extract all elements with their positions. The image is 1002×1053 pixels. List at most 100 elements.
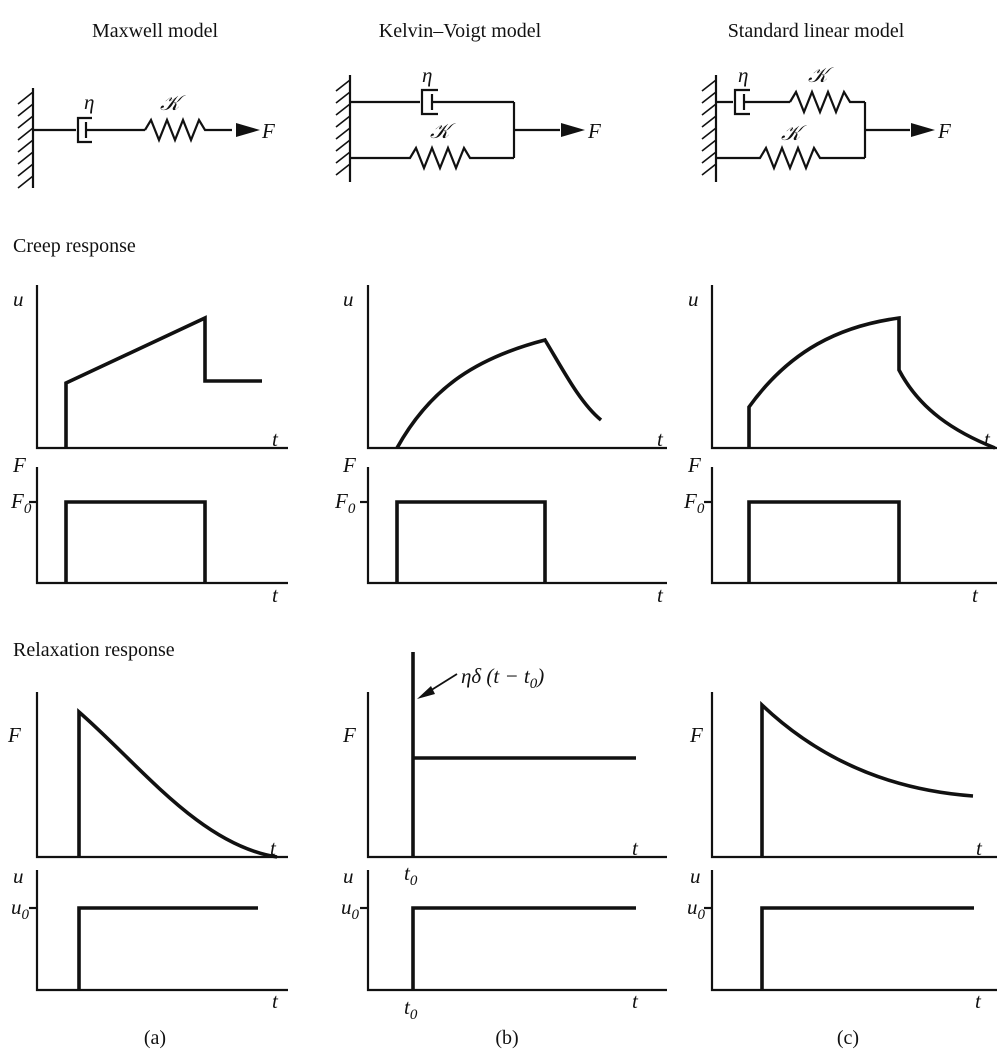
kelvin-wall-hatching [335,79,351,176]
relax-b-t-label: t [632,836,639,860]
creep-b-displacement-curve [395,337,603,449]
creep-a-t-label: t [272,427,279,451]
load-a-F-label: F [12,453,26,477]
disp-b-axes [366,870,667,992]
load-c-t-label: t [972,583,979,607]
load-a-step-curve [64,500,207,583]
relaxation-response-plot-c: F t [689,692,997,860]
disp-c-u-label: u [690,864,701,888]
relaxation-response-plot-a: F t [7,692,288,860]
creep-b-axes [366,285,667,450]
relax-a-F-label: F [7,723,21,747]
creep-b-t-label: t [657,427,664,451]
creep-c-u-label: u [688,287,699,311]
load-c-axes [710,467,997,585]
displacement-plot-a: u u0 t [11,864,288,1013]
standard-series-spring [789,89,865,115]
caption-a: (a) [144,1027,166,1049]
load-plot-c: F F0 t [683,453,997,607]
disp-a-axes [35,870,288,992]
disp-b-step-curve [411,906,636,990]
maxwell-eta-label: η [84,90,94,114]
kelvin-spring [350,145,514,171]
kelvin-voigt-title: Kelvin–Voigt model [379,20,542,42]
maxwell-spring [144,117,232,143]
disp-a-u0-label: u0 [11,895,30,923]
creep-response-plot-c: u t [688,285,997,451]
relax-c-axes [710,692,997,859]
disp-a-step-curve [77,906,258,990]
relax-b-F-label: F [342,723,356,747]
maxwell-model-diagram: η 𝒦 F [17,88,275,189]
standard-linear-model-diagram: η 𝒦 𝒦 F [701,63,951,182]
creep-b-u-label: u [343,287,354,311]
load-b-F0-label: F0 [334,489,356,517]
load-a-t-label: t [272,583,279,607]
disp-c-t-label: t [975,989,982,1013]
kelvin-k-label: 𝒦 [430,119,456,143]
standard-parallel-k-label: 𝒦 [781,121,807,145]
standard-dashpot [733,88,790,116]
maxwell-wall-hatching [17,91,34,189]
relax-c-t-label: t [976,836,983,860]
disp-b-t-label: t [632,989,639,1013]
relax-a-axes [35,692,288,859]
creep-response-plot-a: u t [13,285,288,451]
creep-a-displacement-curve [64,315,262,448]
kelvin-force-arrow [561,123,585,137]
relax-c-force-curve [760,700,974,857]
load-b-step-curve [395,500,547,583]
load-c-step-curve [747,500,901,583]
standard-wall-hatching [701,79,717,176]
standard-linear-title: Standard linear model [728,20,905,42]
kelvin-force-label: F [587,119,601,143]
displacement-plot-c: u u0 t [687,864,997,1013]
kelvin-eta-label: η [422,63,432,87]
creep-c-t-label: t [984,427,991,451]
disp-c-axes [710,870,997,992]
load-c-F-label: F [687,453,701,477]
load-b-axes [366,467,667,585]
disp-a-u-label: u [13,864,24,888]
impulse-label: ηδ (t − t0) [461,664,544,692]
standard-series-k-label: 𝒦 [808,63,834,87]
maxwell-force-label: F [261,119,275,143]
load-plot-b: F F0 t [334,453,667,607]
disp-b-u0-label: u0 [341,895,360,923]
kelvin-voigt-model-diagram: η 𝒦 F [335,63,601,182]
load-b-F-label: F [342,453,356,477]
maxwell-force-arrow [236,123,260,137]
load-b-t-label: t [657,583,664,607]
creep-a-u-label: u [13,287,24,311]
relax-c-F-label: F [689,723,703,747]
creep-a-axes [35,285,288,450]
disp-c-step-curve [760,906,974,990]
load-a-F0-label: F0 [10,489,32,517]
maxwell-k-label: 𝒦 [160,91,186,115]
maxwell-dashpot [76,116,145,144]
impulse-pointer-arrowhead [417,686,435,699]
disp-b-u-label: u [343,864,354,888]
relax-a-force-curve [77,708,278,859]
caption-b: (b) [495,1027,518,1049]
creep-c-axes [710,285,997,450]
standard-parallel-spring [716,145,865,171]
load-a-axes [35,467,288,585]
standard-force-arrow [911,123,935,137]
displacement-plot-b: u u0 t t0 [341,864,667,1023]
disp-a-t-label: t [272,989,279,1013]
relax-a-t-label: t [270,836,277,860]
load-c-F0-label: F0 [683,489,705,517]
load-plot-a: F F0 t [10,453,288,607]
standard-eta-label: η [738,63,748,87]
relaxation-section-label: Relaxation response [13,639,175,661]
kelvin-dashpot [420,88,514,116]
maxwell-title: Maxwell model [92,20,219,42]
caption-c: (c) [837,1027,859,1049]
creep-c-displacement-curve [747,315,996,450]
relax-b-axes [366,692,667,859]
disp-c-u0-label: u0 [687,895,706,923]
disp-b-t0-label: t0 [404,995,418,1023]
relaxation-response-plot-b: F t ηδ (t − t0) t0 [342,652,667,889]
